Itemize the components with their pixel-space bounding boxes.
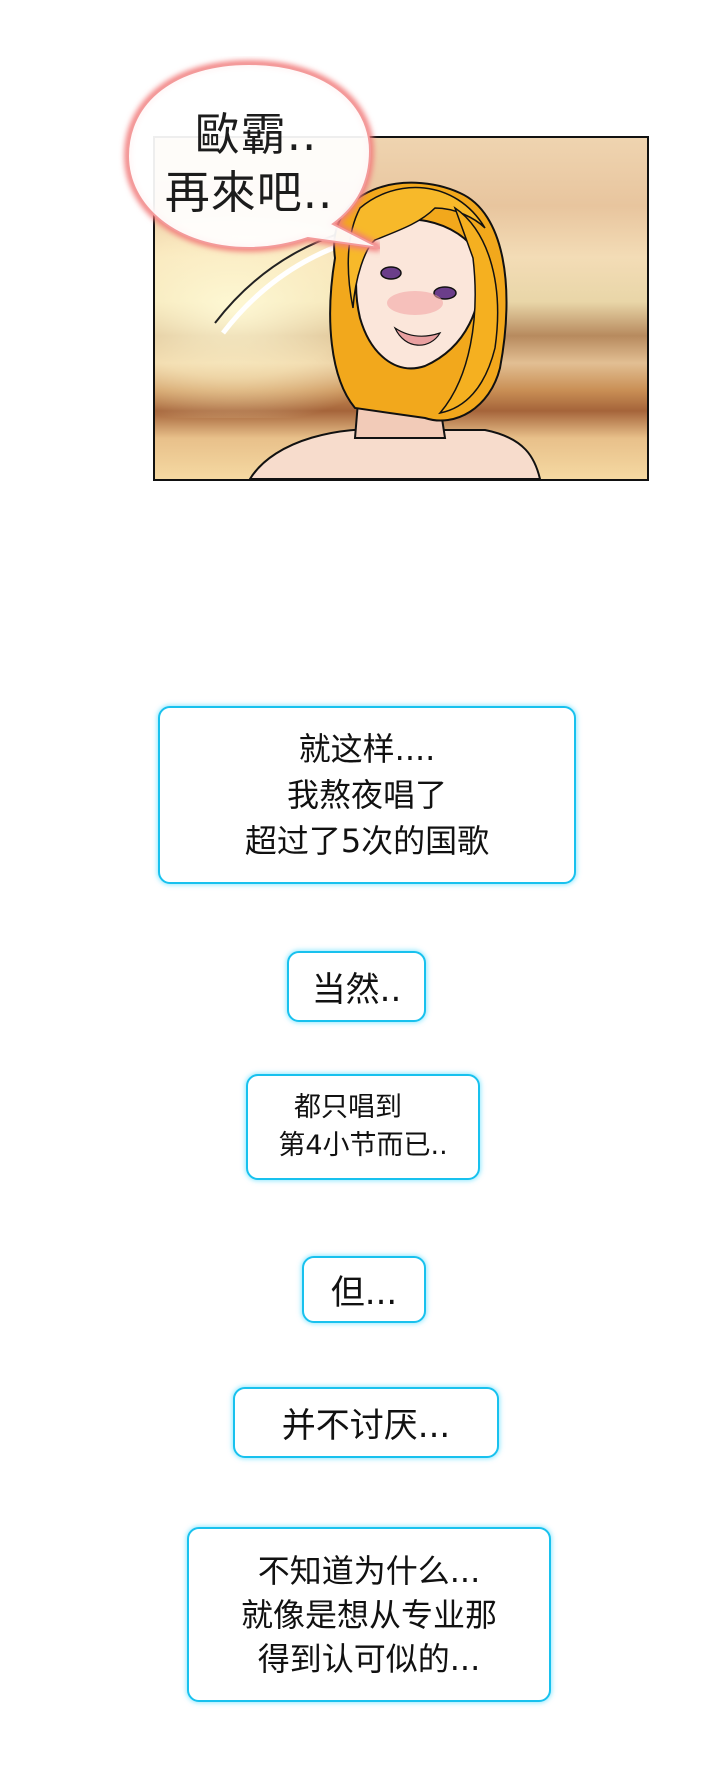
speech-line-2: 再來吧.. — [164, 166, 334, 219]
caption-box-6: 不知道为什么... 就像是想从专业那 得到认可似的... — [187, 1527, 551, 1702]
caption-line: 得到认可似的... — [257, 1639, 481, 1678]
caption-line: 都只唱到 — [294, 1092, 402, 1123]
caption-box-5: 并不讨厌... — [233, 1387, 499, 1458]
caption-line: 第4小节而已.. — [278, 1130, 448, 1161]
caption-line: 超过了5次的国歌 — [244, 822, 490, 860]
caption-box-4: 但... — [302, 1256, 426, 1323]
caption-box-1: 就这样.... 我熬夜唱了 超过了5次的国歌 — [158, 706, 576, 884]
caption-line: 我熬夜唱了 — [286, 776, 447, 814]
caption-line: 当然.. — [311, 970, 402, 1010]
caption-line: 就这样.... — [298, 730, 436, 768]
caption-line: 并不讨厌... — [281, 1406, 451, 1446]
speech-bubble: 歐霸.. 再來吧.. — [118, 56, 380, 268]
speech-bubble-text: 歐霸.. 再來吧.. — [118, 106, 380, 222]
caption-line: 但... — [330, 1273, 398, 1313]
character-illustration — [214, 181, 542, 479]
speech-line-1: 歐霸.. — [194, 108, 318, 161]
caption-line: 不知道为什么... — [257, 1551, 481, 1590]
speech-bubble-shape — [124, 60, 380, 252]
caption-box-2: 当然.. — [287, 951, 426, 1022]
caption-line: 就像是想从专业那 — [240, 1595, 497, 1634]
caption-box-3: 都只唱到 第4小节而已.. — [246, 1074, 480, 1180]
